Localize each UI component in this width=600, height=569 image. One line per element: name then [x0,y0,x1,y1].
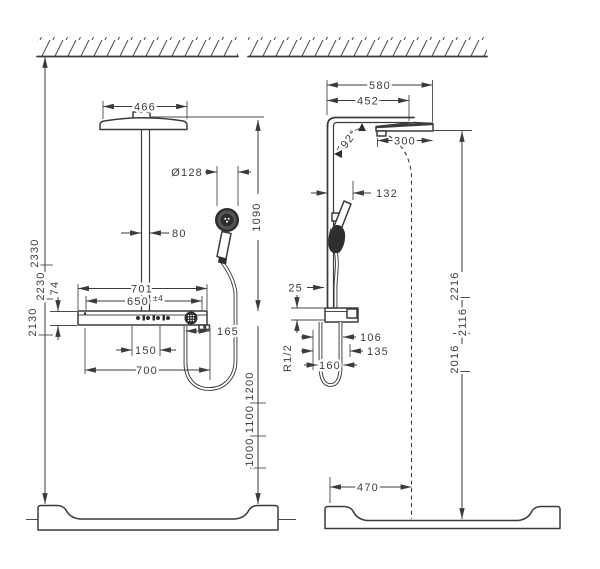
shelf-divider-3 [162,315,165,321]
side-view-showerpipe [318,116,434,519]
shower-hose-front-inner [184,261,237,390]
handshower-head-side [328,225,346,254]
dim-hose-loop-width-label: 160 [319,360,341,372]
dim-shelf-height-max-label: 1200 [244,371,256,400]
shower-tray-side [324,505,561,530]
handshower-handle-front [216,230,232,260]
dim-shelf-height-mid-label: 1100 [244,405,256,433]
shower-trays [26,374,561,531]
dim-head-height-min-label: 2016 [449,344,461,373]
dim-hose-offset-label: 165 [217,326,239,338]
dim-head-to-shelf-label: 1090 [251,202,263,231]
dim-hose-offset-inner-label: 106 [360,332,382,344]
angle-arrow-left [334,150,342,158]
dim-shelf-width-top-label: 701 [131,284,153,296]
side-view-dimensions: 580 452 92° 300 132 25 106 135 16 [280,78,472,503]
dim-projection-label: 452 [357,96,379,108]
thermostat-dial-dots [187,314,195,322]
dim-fixing-tolerance-label: ±4 [153,293,163,303]
ceiling-section [36,37,488,58]
shower-tray-front [37,504,279,531]
dim-arm-angle-label: 92° [339,127,361,150]
angle-arrow-up [358,123,366,131]
dim-overall-height-mid-label: 2230 [35,271,47,300]
hose-outlet-block-1 [198,324,205,331]
shelf-button-1 [136,316,140,320]
ceiling-hatch-right [248,37,487,56]
shelf-divider-1 [142,315,145,321]
angle-arc [336,127,362,151]
dim-wall-gap-label: 25 [288,283,303,295]
dim-spray-distance-label: 470 [357,482,379,494]
shower-hose-side-upper-inner [334,252,338,308]
dim-pipe-width-label: 80 [172,228,187,240]
dim-overall-height-max-label: 2330 [29,238,41,267]
ceiling-hatch-left [37,37,238,56]
dim-shelf-width-bottom-label: 700 [136,365,158,377]
front-view-showerpipe [77,111,239,391]
shelf-button-4 [166,316,170,320]
dim-head-height-mid-label: 2116 [457,308,469,336]
spray-reference-dashed-line [388,135,413,519]
dim-fixing-center-label: 150 [135,345,157,357]
dim-connection-thread-label: R1/2 [282,344,294,372]
dim-shelf-height-min-label: 1000 [244,437,256,466]
dim-head-height-max-label: 2216 [449,271,461,300]
overhead-shower-top-edge [375,122,434,129]
shelf-button-3 [156,316,160,320]
dim-overall-height-min-label: 2130 [27,307,39,336]
shelf-divider-2 [152,315,155,321]
dim-handshower-projection-label: 132 [376,188,398,200]
shelf-side-lip [346,308,358,319]
front-view-dimensions: 466 Ø128 80 1090 2330 2230 2130 74 [25,57,266,504]
hose-outlet-block-2 [204,324,211,331]
overhead-shower-front [99,117,188,131]
hose-loop-side [318,322,343,387]
handshower-select-button [224,217,230,223]
dim-head-width-label: 466 [134,102,156,114]
shelf-pilot-dot [83,312,87,315]
head-bracket-side [376,130,387,137]
shelf-button-2 [146,316,150,320]
dim-projection-overall-label: 580 [369,80,391,92]
handshower-nut-front [218,257,227,265]
dim-head-depth-label: 300 [394,136,416,148]
dim-fixing-span-label: 650 [127,296,149,308]
dim-hose-offset-outer-label: 135 [367,346,389,358]
dim-shelf-height-label: 74 [49,281,61,296]
hose-loop-side-inner [319,322,342,386]
dim-handshower-diameter-label: Ø128 [171,167,203,179]
handshower-spray-ring [217,210,237,230]
